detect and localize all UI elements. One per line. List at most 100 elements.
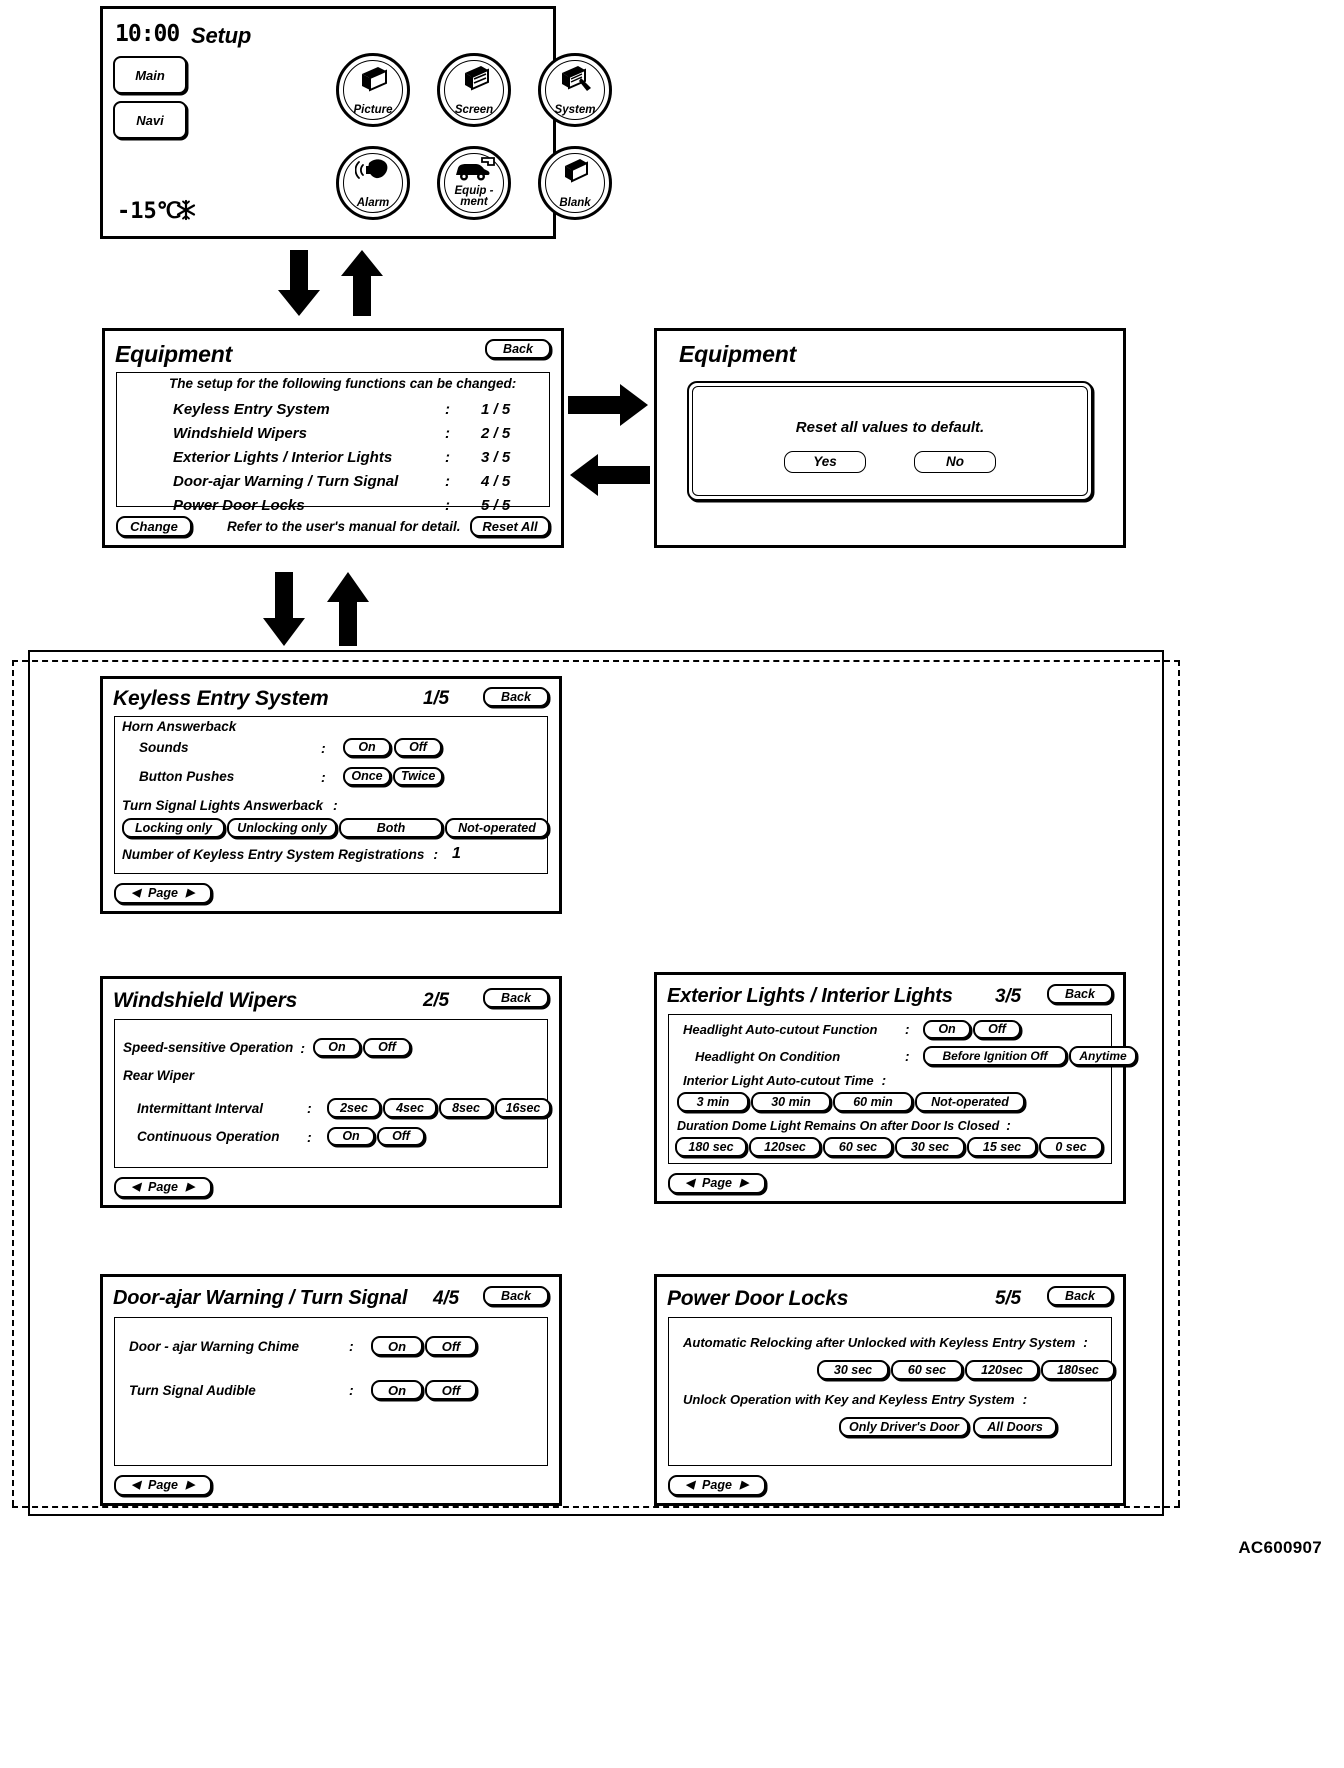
option-label: On xyxy=(328,1040,346,1055)
option-label: 15 sec xyxy=(982,1139,1022,1154)
interior-option-not-operated[interactable]: Not-operated xyxy=(915,1092,1025,1112)
interval-option-2sec[interactable]: 2sec xyxy=(327,1098,381,1118)
option-label: On xyxy=(387,1338,407,1354)
relock-option-180sec[interactable]: 180sec xyxy=(1041,1360,1115,1380)
wipers-title: Windshield Wipers xyxy=(113,989,298,1012)
yes-button[interactable]: Yes xyxy=(784,451,866,473)
dome-option-180sec[interactable]: 180 sec xyxy=(675,1137,747,1157)
back-button-label: Back xyxy=(501,990,531,1005)
turn-signal-audible-option-on[interactable]: On xyxy=(371,1380,423,1400)
setup-icon-equipment[interactable]: Equip - ment xyxy=(437,146,511,220)
dome-option-30sec[interactable]: 30 sec xyxy=(895,1137,965,1157)
option-label: Anytime xyxy=(1079,1049,1127,1063)
navi-button[interactable]: Navi xyxy=(113,101,187,139)
headlight-cond-option-anytime[interactable]: Anytime xyxy=(1069,1046,1137,1066)
equipment-row[interactable]: Door-ajar Warning / Turn Signal : 4 / 5 xyxy=(173,473,553,490)
continuous-option-off[interactable]: Off xyxy=(377,1127,425,1146)
lights-page-indicator: 3/5 xyxy=(995,986,1021,1007)
turn-signal-answerback-label: Turn Signal Lights Answerback xyxy=(122,797,324,813)
page-button[interactable]: ◀ Page ▶ xyxy=(114,1475,212,1496)
option-label: 30 min xyxy=(771,1094,811,1109)
unlock-option-only-drivers-door[interactable]: Only Driver's Door xyxy=(839,1417,969,1437)
setup-title: Setup xyxy=(191,23,252,48)
interval-option-4sec[interactable]: 4sec xyxy=(383,1098,437,1118)
setup-icon-system[interactable]: System xyxy=(538,53,612,127)
door-ajar-chime-option-on[interactable]: On xyxy=(371,1336,423,1356)
equipment-row[interactable]: Power Door Locks : 5 / 5 xyxy=(173,497,553,514)
dome-option-0sec[interactable]: 0 sec xyxy=(1039,1137,1103,1157)
page-button[interactable]: ◀ Page ▶ xyxy=(668,1475,766,1496)
page-button[interactable]: ◀ Page ▶ xyxy=(114,883,212,904)
interior-light-auto-cutout-header: Interior Light Auto-cutout Time : xyxy=(683,1073,886,1088)
setup-icon-blank[interactable]: Blank xyxy=(538,146,612,220)
equipment-row-colon: : xyxy=(445,401,450,418)
setup-icon-screen[interactable]: Screen xyxy=(437,53,511,127)
back-button[interactable]: Back xyxy=(483,687,549,707)
sounds-option-off[interactable]: Off xyxy=(394,738,442,757)
option-label: Before Ignition Off xyxy=(942,1049,1048,1063)
dome-option-120sec[interactable]: 120sec xyxy=(749,1137,821,1157)
main-button[interactable]: Main xyxy=(113,56,187,94)
interior-option-30min[interactable]: 30 min xyxy=(751,1092,831,1112)
dome-option-15sec[interactable]: 15 sec xyxy=(967,1137,1037,1157)
headlight-cond-option-before-ignition-off[interactable]: Before Ignition Off xyxy=(923,1046,1067,1066)
button-pushes-option-twice[interactable]: Twice xyxy=(393,767,444,786)
no-button[interactable]: No xyxy=(914,451,996,473)
interior-option-3min[interactable]: 3 min xyxy=(677,1092,749,1112)
back-button-label: Back xyxy=(1065,1288,1095,1303)
snowflake-icon xyxy=(175,199,197,226)
relock-option-60sec[interactable]: 60 sec xyxy=(891,1360,963,1380)
auto-relock-colon: : xyxy=(1083,1335,1088,1350)
option-label: 0 sec xyxy=(1055,1139,1087,1154)
option-label: 2sec xyxy=(340,1100,368,1115)
dome-option-60sec[interactable]: 60 sec xyxy=(823,1137,893,1157)
button-pushes-option-once[interactable]: Once xyxy=(343,767,391,786)
equipment-row[interactable]: Keyless Entry System : 1 / 5 xyxy=(173,401,553,418)
back-button[interactable]: Back xyxy=(483,988,549,1008)
door-ajar-chime-colon: : xyxy=(349,1338,354,1354)
back-button[interactable]: Back xyxy=(485,339,551,359)
headlight-auto-cutout-label: Headlight Auto-cutout Function xyxy=(683,1022,878,1037)
speed-sensitive-option-off[interactable]: Off xyxy=(362,1038,411,1057)
page-button-label: Page xyxy=(148,1180,178,1195)
door-ajar-chime-option-off[interactable]: Off xyxy=(425,1336,477,1356)
relock-option-30sec[interactable]: 30 sec xyxy=(817,1360,889,1380)
wipers-body-panel: Speed-sensitive Operation : On Off Rear … xyxy=(114,1019,551,1168)
back-button-label: Back xyxy=(503,341,533,356)
speed-sensitive-option-on[interactable]: On xyxy=(312,1038,361,1057)
exterior-interior-lights-screen: Exterior Lights / Interior Lights 3/5 Ba… xyxy=(654,972,1137,1204)
answerback-option-unlocking-only[interactable]: Unlocking only xyxy=(227,818,337,838)
answerback-option-locking-only[interactable]: Locking only xyxy=(122,818,225,838)
headlight-auto-option-off[interactable]: Off xyxy=(973,1020,1021,1039)
turn-signal-audible-option-off[interactable]: Off xyxy=(425,1380,477,1400)
setup-icon-picture[interactable]: Picture xyxy=(336,53,410,127)
back-button[interactable]: Back xyxy=(1047,984,1113,1004)
page-button[interactable]: ◀ Page ▶ xyxy=(668,1173,766,1194)
answerback-option-not-operated[interactable]: Not-operated xyxy=(445,818,549,838)
continuous-option-on[interactable]: On xyxy=(327,1127,375,1146)
answerback-option-both[interactable]: Both xyxy=(339,818,443,838)
equipment-row[interactable]: Windshield Wipers : 2 / 5 xyxy=(173,425,553,442)
unlock-operation-colon: : xyxy=(1022,1392,1028,1407)
page-button[interactable]: ◀ Page ▶ xyxy=(114,1177,212,1198)
back-button[interactable]: Back xyxy=(483,1286,549,1306)
change-button[interactable]: Change xyxy=(116,516,192,537)
picture-icon xyxy=(339,64,407,94)
relock-option-120sec[interactable]: 120sec xyxy=(965,1360,1039,1380)
interval-option-8sec[interactable]: 8sec xyxy=(439,1098,493,1118)
interval-option-16sec[interactable]: 16sec xyxy=(495,1098,551,1118)
setup-icon-label: Screen xyxy=(454,104,494,116)
reset-all-button[interactable]: Reset All xyxy=(470,516,550,537)
headlight-auto-cutout-row: Headlight Auto-cutout Function : On Off xyxy=(683,1020,1021,1039)
equipment-row[interactable]: Exterior Lights / Interior Lights : 3 / … xyxy=(173,449,553,466)
option-label: On xyxy=(342,1129,360,1144)
interior-option-60min[interactable]: 60 min xyxy=(833,1092,913,1112)
unlock-option-all-doors[interactable]: All Doors xyxy=(973,1417,1057,1437)
back-button[interactable]: Back xyxy=(1047,1286,1113,1306)
unlock-operation-label: Unlock Operation with Key and Keyless En… xyxy=(683,1392,1015,1407)
setup-icon-alarm[interactable]: Alarm xyxy=(336,146,410,220)
sounds-option-on[interactable]: On xyxy=(343,738,391,757)
power-door-locks-screen: Power Door Locks 5/5 Back Automatic Relo… xyxy=(654,1274,1126,1506)
option-label: All Doors xyxy=(987,1419,1043,1434)
headlight-auto-option-on[interactable]: On xyxy=(923,1020,971,1039)
